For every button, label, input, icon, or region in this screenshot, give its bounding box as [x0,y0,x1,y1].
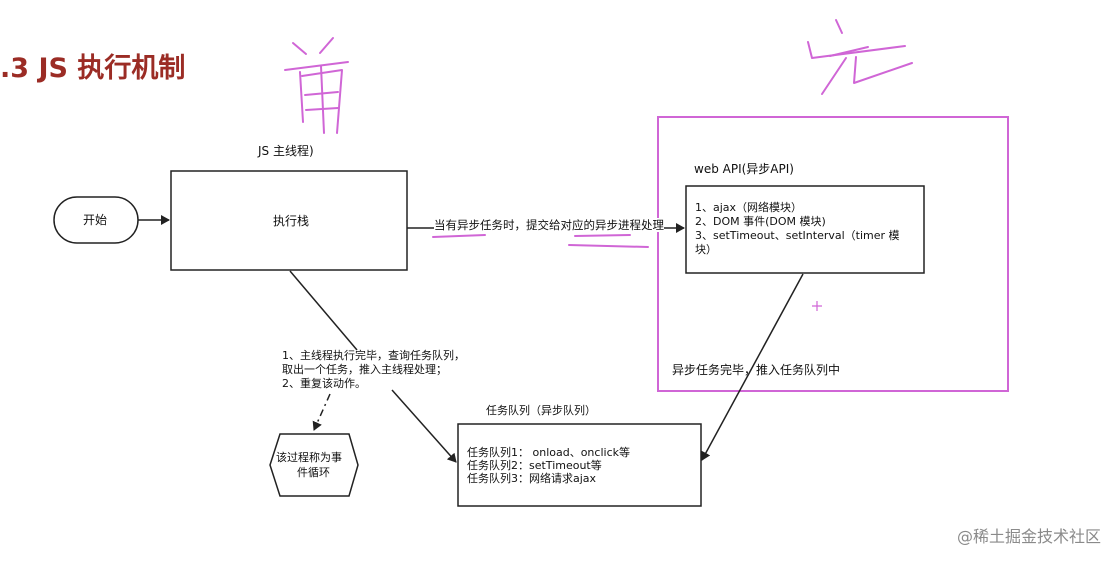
arrow-webapi-to-queue [701,273,804,461]
start-label: 开始 [83,213,108,227]
async-done-label: 异步任务完毕，推入任务队列中 [672,363,841,377]
async-submit-label: 当有异步任务时，提交给对应的异步进程处理 [434,218,664,232]
queue-item: 任务队列2：setTimeout等 [467,459,602,472]
event-loop-node [269,433,359,497]
webapi-title: web API(异步API) [694,162,794,176]
loop-text-line: 1、主线程执行完毕，查询任务队列， [282,349,465,362]
webapi-box [685,185,925,274]
webapi-item: 3、setTimeout、setInterval（timer 模 [695,229,900,242]
webapi-item: 2、DOM 事件(DOM 模块) [695,215,826,228]
webapi-region [657,116,1009,392]
exec-stack-label: 执行栈 [273,214,310,228]
main-thread-label: JS 主线程) [258,144,314,158]
queue-title: 任务队列（异步队列） [486,404,596,417]
handwritten-underlines [432,234,649,248]
queue-item: 任务队列3：网络请求ajax [467,472,597,485]
watermark: @稀土掘金技术社区 [956,527,1101,546]
webapi-item: 块） [695,243,717,256]
loop-text-line: 2、重复该动作。 [282,377,366,390]
handwritten-complete-annotation [807,19,913,95]
arrow-loop-to-queue [391,389,457,463]
line-stack-to-loop [289,270,358,351]
queue-item: 任务队列1： onload、onclick等 [467,446,630,459]
webapi-item: 1、ajax（网络模块） [695,201,803,214]
arrow-dashed-to-event-loop [312,393,331,431]
event-loop-label: 件循环 [297,466,330,479]
loop-text-line: 取出一个任务，推入主线程处理； [282,363,447,376]
cursor-plus-marker [812,301,822,311]
page-title: .3 JS 执行机制 [0,53,186,84]
queue-box [457,423,702,507]
event-loop-label: 该过程称为事 [276,451,342,464]
exec-stack-box [170,170,408,271]
handwritten-simple-annotation [284,37,349,134]
